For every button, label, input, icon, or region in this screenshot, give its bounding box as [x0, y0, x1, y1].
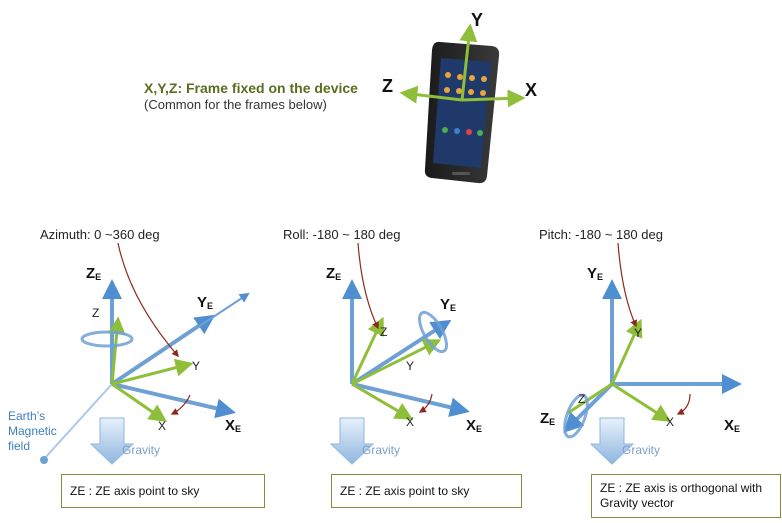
magnetic-field-label: Earth’s Magnetic field: [8, 409, 57, 453]
pitch-x-label: X: [666, 415, 675, 429]
device-axes: [399, 23, 526, 108]
azimuth-ze-label: ZE: [86, 265, 102, 282]
roll-xe-label: XE: [466, 417, 483, 434]
pitch-frame: [563, 242, 742, 465]
azimuth-y-label: Y: [192, 359, 201, 373]
pitch-xe-label: XE: [724, 417, 741, 434]
azimuth-gravity-label: Gravity: [122, 443, 161, 457]
pitch-ze-label: ZE: [540, 410, 556, 427]
roll-frame: [329, 242, 470, 465]
azimuth-frame: [40, 242, 250, 465]
azimuth-note-box: ZE : ZE axis point to sky: [61, 474, 265, 508]
azimuth-range-label: Azimuth: 0 ~360 deg: [40, 227, 160, 242]
device-frame-subtitle: (Common for the frames below): [144, 97, 327, 112]
roll-gravity-label: Gravity: [362, 443, 401, 457]
pitch-ye-label: YE: [587, 265, 604, 282]
roll-note-box: ZE : ZE axis point to sky: [331, 474, 522, 508]
azimuth-x-label: X: [158, 419, 167, 433]
roll-y-label: Y: [406, 359, 415, 373]
device-frame-title: X,Y,Z: Frame fixed on the device: [144, 80, 358, 96]
pitch-range-label: Pitch: -180 ~ 180 deg: [539, 227, 663, 242]
device-axis-x: X: [525, 80, 538, 100]
phone-illustration: [424, 41, 500, 184]
roll-range-label: Roll: -180 ~ 180 deg: [283, 227, 401, 242]
azimuth-ye-label: YE: [197, 294, 214, 311]
roll-ze-label: ZE: [326, 265, 342, 282]
device-axis-z: Z: [382, 76, 393, 96]
pitch-y-label: Y: [634, 326, 643, 340]
pitch-z-label: Z: [578, 392, 586, 406]
device-axis-y: Y: [471, 10, 484, 30]
azimuth-z-label: Z: [92, 306, 100, 320]
pitch-gravity-label: Gravity: [622, 443, 661, 457]
roll-ye-label: YE: [440, 296, 457, 313]
azimuth-xe-label: XE: [225, 417, 242, 434]
pitch-note-box: ZE : ZE axis is orthogonal with Gravity …: [591, 474, 781, 518]
roll-z-label: Z: [380, 325, 388, 339]
roll-x-label: X: [406, 415, 415, 429]
